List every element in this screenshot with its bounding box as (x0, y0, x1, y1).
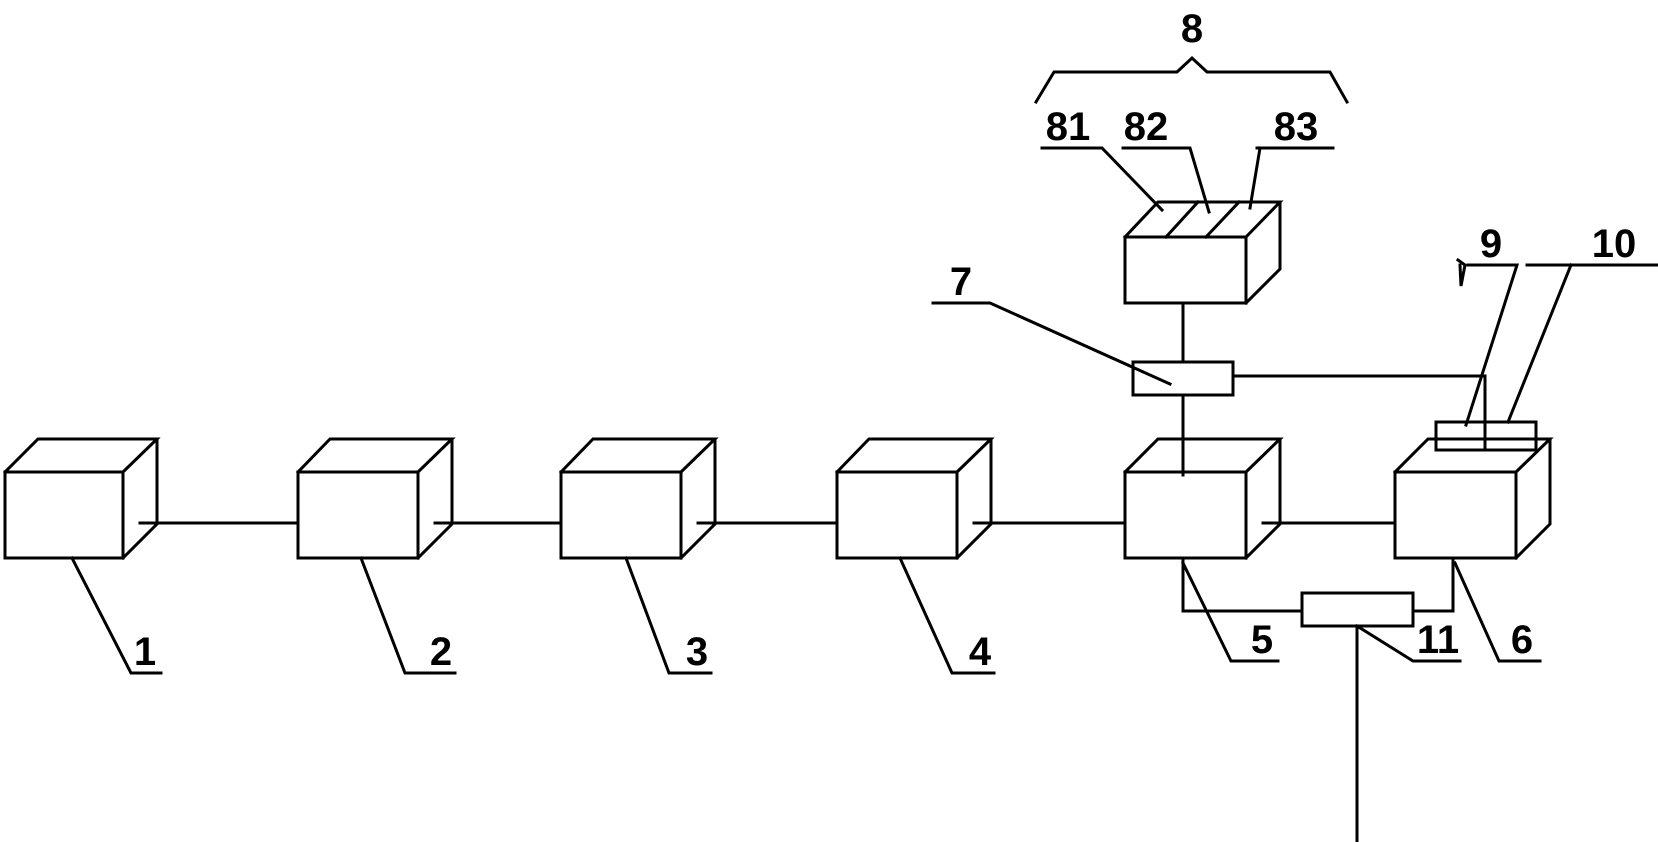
connections (138, 301, 1487, 842)
brace-8 (1033, 55, 1350, 105)
label-5: 5 (1251, 618, 1273, 662)
link-5-11 (1181, 556, 1304, 613)
label-11: 11 (1417, 618, 1459, 662)
labels: 1 2 3 4 5 11 6 7 8 81 82 83 9 10 (134, 7, 1636, 674)
label-3: 3 (686, 630, 708, 674)
label-8: 8 (1181, 7, 1203, 51)
label-1: 1 (134, 630, 156, 674)
block-5 (1122, 437, 1284, 561)
block-81-divider (1163, 199, 1201, 240)
block-1 (2, 437, 161, 561)
block-8 (1122, 199, 1284, 306)
block-82-divider (1203, 199, 1242, 240)
label-2: 2 (430, 630, 452, 674)
label-6: 6 (1511, 618, 1533, 662)
block-6 (1392, 437, 1554, 561)
label-9: 9 (1480, 222, 1502, 266)
label-10: 10 (1592, 222, 1637, 266)
label-7: 7 (950, 260, 972, 304)
label-82: 82 (1124, 105, 1169, 149)
link-7-9-10 (1231, 374, 1487, 424)
block-11 (1300, 591, 1415, 628)
leader-lines (69, 146, 1658, 675)
block-4 (834, 437, 995, 561)
link-6-11 (1411, 556, 1455, 613)
block-3 (558, 437, 719, 561)
leader-11 (1354, 623, 1462, 663)
label-4: 4 (969, 630, 992, 674)
block-7 (1131, 360, 1235, 397)
block-10 (1483, 420, 1538, 452)
label-83: 83 (1274, 105, 1319, 149)
block-9 (1434, 420, 1487, 452)
block-2 (295, 437, 456, 561)
label-81: 81 (1046, 105, 1091, 149)
